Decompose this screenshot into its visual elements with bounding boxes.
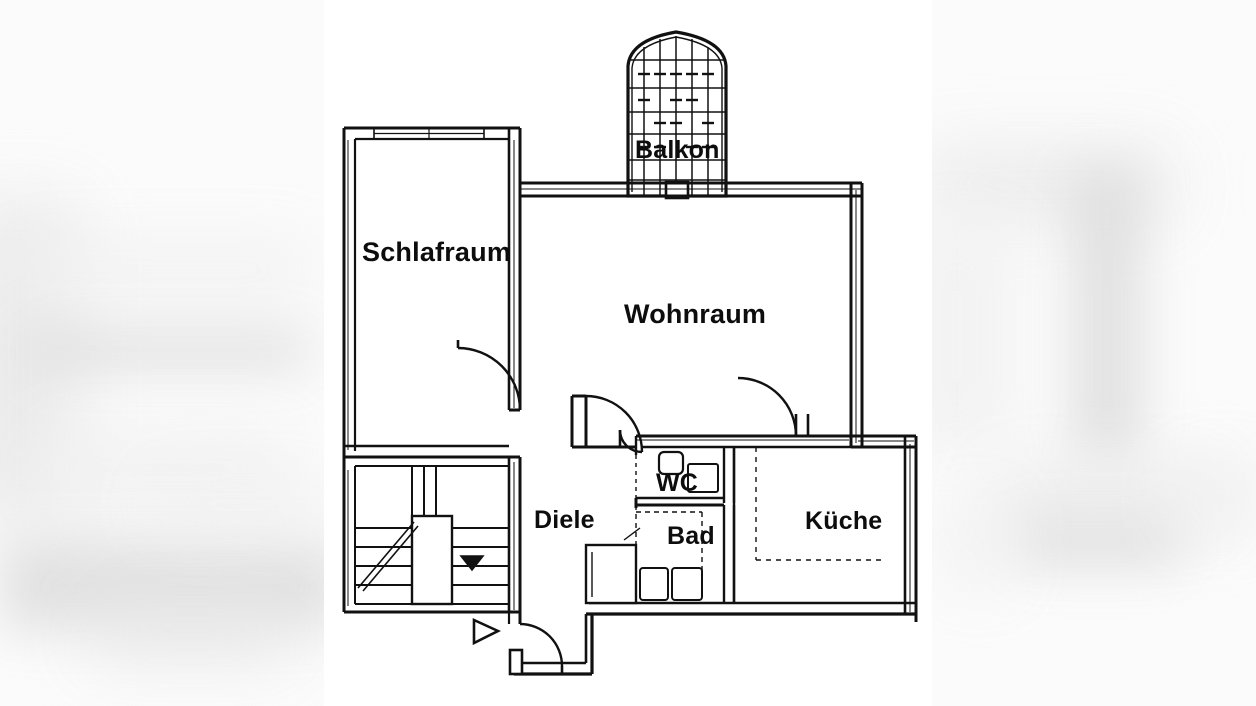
- room-bad: [584, 505, 736, 605]
- entry-door: [472, 617, 564, 676]
- window-opening: [373, 128, 485, 139]
- floor-plan-drawing: [342, 30, 918, 676]
- room-diele: [507, 394, 636, 676]
- wall-south-kueche-bad: [586, 601, 916, 616]
- wall-wohnraum-north: [520, 181, 862, 198]
- room-label-balkon: Balkon: [635, 136, 720, 164]
- stair-direction-arrow: [459, 555, 485, 572]
- wc-sink: [687, 463, 719, 493]
- wc-toilet: [657, 450, 685, 476]
- room-label-wohnraum: Wohnraum: [624, 299, 767, 329]
- entry-door-arrow: [472, 617, 502, 646]
- room-label-kueche: Küche: [805, 507, 883, 535]
- wohnraum-door: [584, 394, 644, 454]
- room-label-diele: Diele: [534, 506, 595, 534]
- kueche-door: [737, 376, 810, 437]
- bad-tub: [636, 511, 703, 595]
- room-label-bad: Bad: [667, 522, 715, 550]
- bad-sink: [639, 567, 669, 601]
- schlafraum-door: [456, 340, 522, 412]
- wall-wohnraum-east: [849, 183, 864, 447]
- room-label-schlafraum: Schlafraum: [362, 237, 512, 267]
- room-kueche: [732, 376, 884, 603]
- bad-toilet: [671, 567, 703, 601]
- plan-panel: Schlafraum Wohnraum Balkon Diele WC Bad …: [324, 0, 932, 706]
- room-label-wc: WC: [656, 469, 699, 497]
- staircase: [342, 457, 522, 614]
- wall-hatch-details: [347, 140, 849, 606]
- background-blur-left: [0, 0, 324, 706]
- wall-kueche-east: [903, 436, 918, 622]
- room-schlafraum: [342, 126, 522, 459]
- balcony-railing-grid: [626, 30, 728, 198]
- background-blur-right: [932, 0, 1256, 706]
